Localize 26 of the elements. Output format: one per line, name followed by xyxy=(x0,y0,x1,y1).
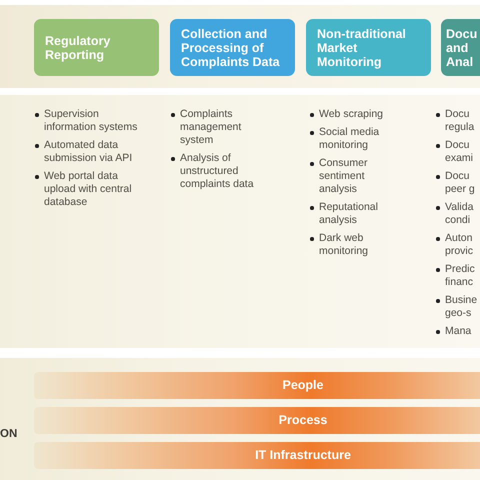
list-item: Docu regula xyxy=(436,108,479,134)
layer-band: Process xyxy=(34,407,480,434)
section-label: ON xyxy=(0,427,18,441)
category-header: Docu and Anal xyxy=(441,19,480,76)
list-item: Complaints management system xyxy=(171,108,264,147)
category-header: Collection and Processing of Complaints Data xyxy=(170,19,295,76)
list-item: Analysis of unstructured complaints data xyxy=(171,152,264,191)
list-item: Docu peer g xyxy=(436,170,479,196)
layer-band: IT Infrastructure xyxy=(34,442,480,469)
list-item: Consumer sentiment analysis xyxy=(310,157,399,196)
list-item: Dark web monitoring xyxy=(310,232,399,258)
list-item: Valida condi xyxy=(436,201,479,227)
category-header: Non-traditional Market Monitoring xyxy=(306,19,431,76)
list-item: Social media monitoring xyxy=(310,126,399,152)
list-item: Docu exami xyxy=(436,139,479,165)
list-item: Auton provic xyxy=(436,232,479,258)
list-item: Web portal data upload with central database xyxy=(35,170,144,209)
list-item: Predic financ xyxy=(436,263,479,289)
category-header: Regulatory Reporting xyxy=(34,19,159,76)
list-item: Reputational analysis xyxy=(310,201,399,227)
list-item: Supervision information systems xyxy=(35,108,144,134)
list-item: Web scraping xyxy=(310,108,399,121)
list-item: Automated data submission via API xyxy=(35,139,144,165)
list-item: Mana xyxy=(436,325,479,338)
list-item: Busine geo-s xyxy=(436,294,479,320)
layer-band: People xyxy=(34,372,480,399)
